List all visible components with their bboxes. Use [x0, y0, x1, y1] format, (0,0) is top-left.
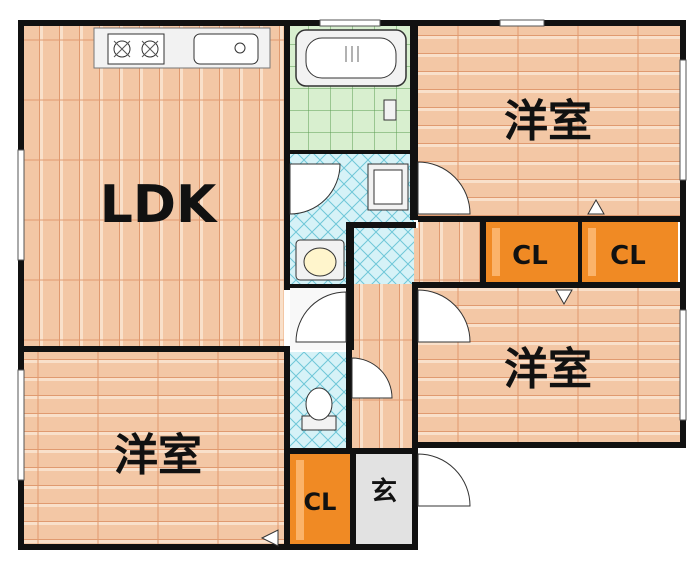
western-mid-right-floor — [418, 286, 680, 442]
wall-entrance-right — [412, 442, 418, 550]
closet-label-top-1: CL — [512, 241, 548, 271]
door-swing-icon — [351, 357, 393, 399]
door-swing-icon — [289, 163, 341, 215]
room-label-western-top-right: 洋室 — [504, 96, 592, 147]
entrance-label: 玄 — [371, 476, 397, 507]
door-swing-icon — [417, 289, 471, 343]
toilet-icon — [301, 387, 337, 431]
kitchen-sink-icon — [193, 33, 259, 65]
closets — [290, 222, 678, 546]
door-swings — [289, 161, 471, 507]
walls — [18, 20, 686, 550]
closet-top-2 — [582, 222, 678, 282]
kitchen-counter — [93, 27, 271, 69]
room-label-western-mid-right: 洋室 — [504, 344, 592, 395]
western-bottom-left-floor — [24, 352, 284, 544]
washing-machine-icon — [367, 163, 409, 211]
washbasin-icon — [295, 239, 345, 281]
wall-left — [18, 20, 24, 550]
window-icon — [679, 59, 687, 181]
storage-arrow-icon — [260, 198, 605, 547]
room-label-western-bottom-left: 洋室 — [114, 430, 202, 481]
closet-label-bottom: CL — [304, 488, 337, 516]
windows — [17, 19, 687, 481]
closet-top-1 — [486, 222, 578, 282]
kitchen-stove-icon — [107, 33, 165, 65]
door-swing-icon — [295, 291, 347, 343]
wall-bottom-left — [18, 544, 418, 550]
entrance-floor — [356, 454, 412, 546]
window-icon — [17, 149, 25, 261]
door-swing-icon — [417, 161, 471, 215]
bathtub-icon — [295, 29, 407, 87]
door-swing-icon — [417, 453, 471, 507]
wall-bottom-right — [412, 442, 686, 448]
window-icon — [17, 369, 25, 481]
window-icon — [319, 19, 381, 27]
room-label-ldk: LDK — [100, 175, 218, 235]
closet-label-top-2: CL — [610, 241, 646, 271]
ldk-floor — [24, 26, 284, 348]
window-icon — [499, 19, 545, 27]
wall-top-right — [412, 20, 686, 26]
shower-fixture — [383, 99, 397, 121]
hallway-upper-floor — [418, 222, 482, 284]
wall-right — [680, 20, 686, 448]
window-icon — [679, 309, 687, 421]
wall-top-left — [18, 20, 290, 26]
